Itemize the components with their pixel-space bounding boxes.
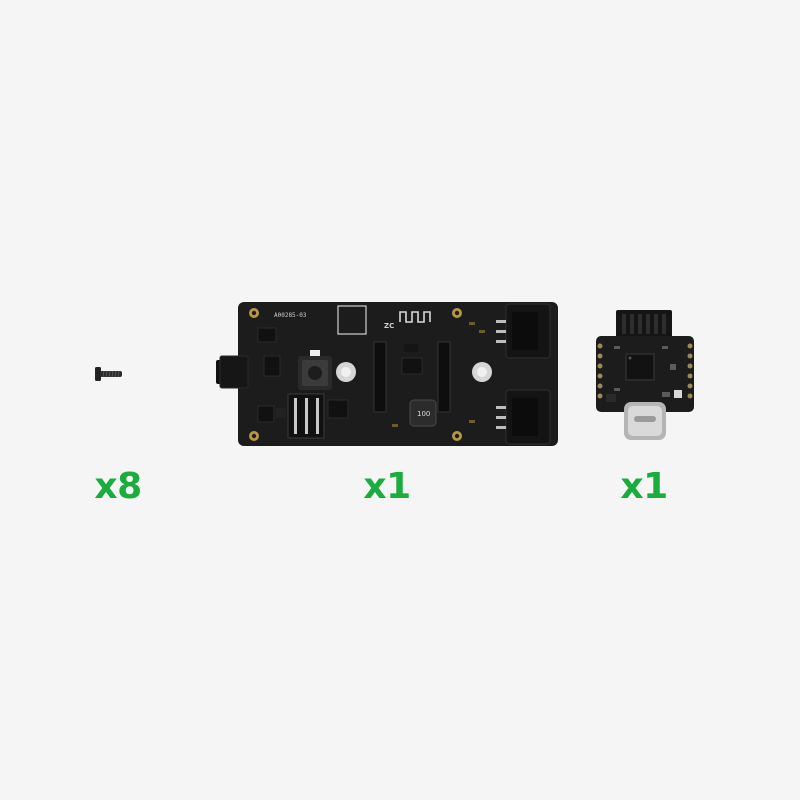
inductor-label: 100 — [417, 410, 430, 418]
controller-module-image — [592, 306, 698, 442]
svg-text:ZC: ZC — [384, 322, 394, 330]
module-quantity-label: x1 — [620, 466, 668, 507]
baseboard-image: A00285-03 ZC — [214, 300, 564, 448]
silkscreen-label: A00285-03 — [274, 312, 307, 319]
screw-image — [92, 364, 128, 384]
baseboard-quantity-label: x1 — [363, 466, 411, 507]
screw-quantity-label: x8 — [94, 466, 142, 507]
